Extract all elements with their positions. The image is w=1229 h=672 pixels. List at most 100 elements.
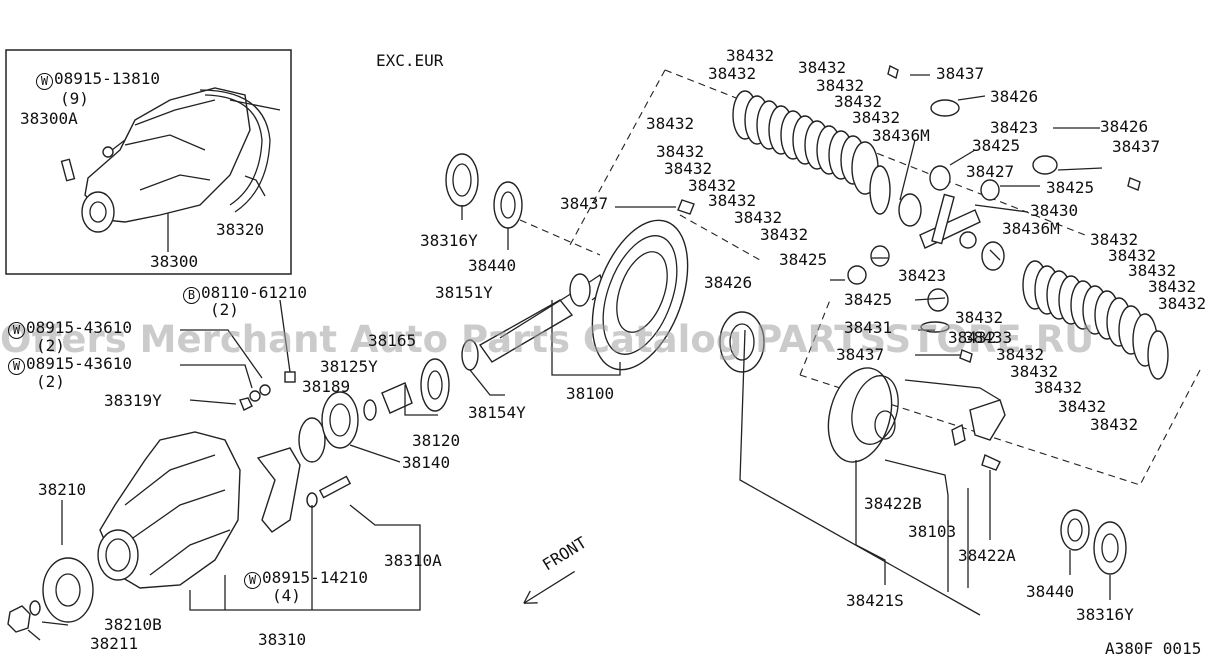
label-38432-l5[interactable]: 38432 xyxy=(1158,294,1207,313)
label-38432-u5[interactable]: 38432 xyxy=(834,92,883,111)
label-38310[interactable]: 38310 xyxy=(258,630,307,649)
label-38437-lower[interactable]: 38437 xyxy=(836,345,885,364)
washer-symbol: W xyxy=(36,73,53,90)
label-38432-l9[interactable]: 38432 xyxy=(1058,397,1107,416)
label-38103[interactable]: 38103 xyxy=(908,522,957,541)
lower-shim-stack xyxy=(1022,260,1169,380)
label-38432-u12[interactable]: 38432 xyxy=(734,208,783,227)
label-38300[interactable]: 38300 xyxy=(150,252,199,271)
inset-frame xyxy=(5,49,292,275)
label-38154Y[interactable]: 38154Y xyxy=(468,403,526,422)
label-38432-u10[interactable]: 38432 xyxy=(688,176,737,195)
side-bearing-set xyxy=(1060,509,1127,575)
diagram-code: A380F 0015 xyxy=(1105,639,1202,658)
label-38430[interactable]: 38430 xyxy=(1030,201,1079,220)
label-38436M-top[interactable]: 38436M xyxy=(872,126,930,145)
upper-shim-stack xyxy=(732,90,891,215)
label-38310A[interactable]: 38310A xyxy=(384,551,442,570)
leader-lines xyxy=(27,74,1111,641)
label-38426-top[interactable]: 38426 xyxy=(990,87,1039,106)
label-38426-left[interactable]: 38426 xyxy=(704,273,753,292)
label-38189[interactable]: 38189 xyxy=(302,377,351,396)
label-38440-rear[interactable]: 38440 xyxy=(1026,582,1075,601)
label-38151Y[interactable]: 38151Y xyxy=(435,283,493,302)
label-38437-ring[interactable]: 38437 xyxy=(560,194,609,213)
boundary-upper-left xyxy=(569,69,666,246)
label-38432-l2[interactable]: 38432 xyxy=(1108,246,1157,265)
bolt-group xyxy=(239,371,352,508)
label-38432-u8[interactable]: 38432 xyxy=(656,142,705,161)
label-38432-u7[interactable]: 38432 xyxy=(646,114,695,133)
label-38140[interactable]: 38140 xyxy=(402,453,451,472)
label-38319Y[interactable]: 38319Y xyxy=(104,391,162,410)
label-38432-l11[interactable]: 38432 xyxy=(948,328,997,347)
label-38211[interactable]: 38211 xyxy=(90,634,139,653)
label-38125Y[interactable]: 38125Y xyxy=(320,357,378,376)
label-38437-right[interactable]: 38437 xyxy=(1112,137,1161,156)
label-38423-top[interactable]: 38423 xyxy=(990,118,1039,137)
label-38432-mid[interactable]: 38432 xyxy=(955,308,1004,327)
label-38120[interactable]: 38120 xyxy=(412,431,461,450)
boundary-lower-left xyxy=(799,299,831,376)
washer-symbol: W xyxy=(8,358,25,375)
label-38432-l8[interactable]: 38432 xyxy=(1034,378,1083,397)
label-38433[interactable]: 38433 xyxy=(964,328,1013,347)
label-38436M-mid[interactable]: 38436M xyxy=(1002,219,1060,238)
fastener-w3-qty: (4) xyxy=(272,586,301,605)
label-38100[interactable]: 38100 xyxy=(566,384,615,403)
label-38425-top[interactable]: 38425 xyxy=(972,136,1021,155)
inset-bolt-qty: (9) xyxy=(60,89,89,108)
label-38432-l6[interactable]: 38432 xyxy=(996,345,1045,364)
label-38316Y-rear[interactable]: 38316Y xyxy=(1076,605,1134,624)
fastener-w1-qty: (2) xyxy=(36,336,65,355)
label-38432-l7[interactable]: 38432 xyxy=(1010,362,1059,381)
label-38432-l4[interactable]: 38432 xyxy=(1148,277,1197,296)
label-38320[interactable]: 38320 xyxy=(216,220,265,239)
label-38432-u2[interactable]: 38432 xyxy=(708,64,757,83)
label-38421S[interactable]: 38421S xyxy=(846,591,904,610)
label-38165[interactable]: 38165 xyxy=(368,331,417,350)
label-38425-left[interactable]: 38425 xyxy=(779,250,828,269)
label-38427[interactable]: 38427 xyxy=(966,162,1015,181)
label-38425-mid[interactable]: 38425 xyxy=(1046,178,1095,197)
label-38422B[interactable]: 38422B xyxy=(864,494,922,513)
label-38432-u9[interactable]: 38432 xyxy=(664,159,713,178)
boundary-upper-top xyxy=(664,69,1086,236)
label-38432-u1[interactable]: 38432 xyxy=(726,46,775,65)
label-38423-left[interactable]: 38423 xyxy=(898,266,947,285)
bolt-symbol: B xyxy=(183,287,200,304)
label-38432-l3[interactable]: 38432 xyxy=(1128,261,1177,280)
inset-carrier-housing xyxy=(60,87,271,252)
label-38432-u4[interactable]: 38432 xyxy=(816,76,865,95)
label-38437-top[interactable]: 38437 xyxy=(936,64,985,83)
pinion-bearing-set xyxy=(445,153,523,229)
label-38432-l10[interactable]: 38432 xyxy=(1090,415,1139,434)
differential-case xyxy=(719,311,1006,471)
fastener-b-qty: (2) xyxy=(210,300,239,319)
label-38426-right[interactable]: 38426 xyxy=(1100,117,1149,136)
boundary-axis xyxy=(519,214,761,261)
label-38210B[interactable]: 38210B xyxy=(104,615,162,634)
label-38432-u13[interactable]: 38432 xyxy=(760,225,809,244)
inset-bolt-code-text: 08915-13810 xyxy=(54,69,160,88)
label-38432-u11[interactable]: 38432 xyxy=(708,191,757,210)
label-38300A[interactable]: 38300A xyxy=(20,109,78,128)
label-38422A[interactable]: 38422A xyxy=(958,546,1016,565)
label-38432-u6[interactable]: 38432 xyxy=(852,108,901,127)
label-38425-lower[interactable]: 38425 xyxy=(844,290,893,309)
ring-gear xyxy=(591,219,689,371)
label-38432-l1[interactable]: 38432 xyxy=(1090,230,1139,249)
fastener-w1-code-text: 08915-43610 xyxy=(26,318,132,337)
label-38431[interactable]: 38431 xyxy=(844,318,893,337)
label-38440-front[interactable]: 38440 xyxy=(468,256,517,275)
label-38316Y-front[interactable]: 38316Y xyxy=(420,231,478,250)
label-38432-u3[interactable]: 38432 xyxy=(798,58,847,77)
fastener-b-code-text: 08110-61210 xyxy=(201,283,307,302)
label-38210[interactable]: 38210 xyxy=(38,480,87,499)
